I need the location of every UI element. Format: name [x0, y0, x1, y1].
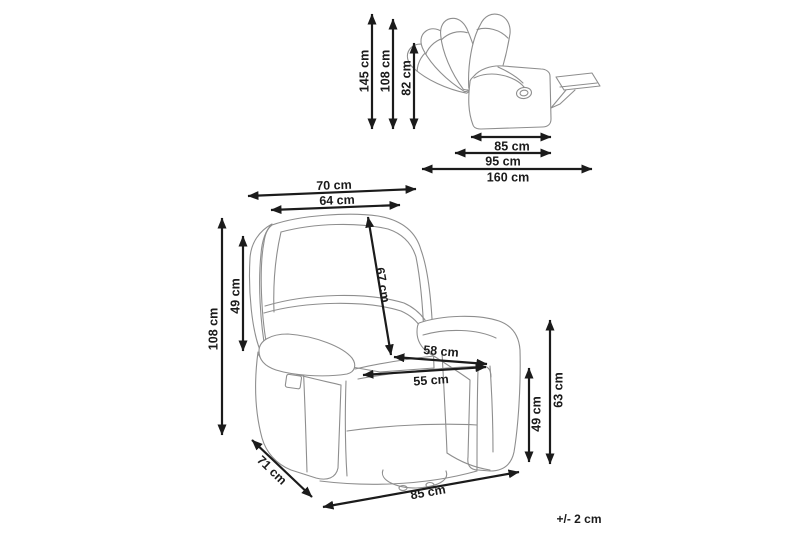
dim-label-left-arm-height: 49 cm: [228, 278, 242, 313]
dim-arrow-overall-width: [247, 184, 417, 201]
dim-arrow-backrest-width: [270, 200, 401, 215]
headrest-bottom-seam: [264, 294, 426, 321]
armrest-side-seam: [497, 66, 524, 84]
recline-handle: [515, 86, 533, 100]
backrest-side-seam-left: [273, 231, 282, 313]
power-control-panel: [284, 373, 303, 390]
footrest-linkage: [550, 89, 576, 109]
dim-arrow-seat-width-front: [362, 363, 487, 379]
headrest-seam: [476, 27, 509, 39]
tolerance-note: +/- 2 cm: [556, 512, 601, 526]
dim-label-overall-height: 108 cm: [206, 308, 220, 350]
dim-label-backrest-length: 67 cm: [373, 266, 393, 303]
recline-handle-inner: [519, 89, 529, 97]
dim-label-base-width: 85 cm: [409, 482, 446, 502]
dim-label-side-back-height: 108 cm: [378, 50, 392, 92]
front-panel-right-edge: [476, 369, 479, 471]
footrest-plate: [555, 72, 601, 91]
recliner-front-view: [248, 213, 521, 492]
recliner-side-view: [406, 13, 601, 130]
dim-arrow-depth: [251, 439, 313, 498]
dim-label-overall-width: 70 cm: [316, 178, 352, 193]
side-view-dimensions: 145 cm 108 cm 82 cm 85 cm 95 cm 160 cm: [357, 13, 593, 184]
dim-arrow-base-width: [322, 469, 520, 510]
dim-label-seat-height: 49 cm: [529, 396, 543, 431]
side-body: [468, 65, 552, 130]
base-bottom-edge: [319, 470, 478, 485]
base-foot-left: [398, 484, 408, 492]
dim-label-side-overall-depth: 95 cm: [485, 154, 520, 168]
dim-label-seat-width-front: 55 cm: [413, 372, 449, 388]
backrest-cushion-seam: [440, 31, 468, 41]
front-view-dimensions: 70 cm 64 cm 108 cm 49 cm 67 cm 58 cm 55 …: [206, 178, 565, 510]
dim-label-side-total-height: 145 cm: [357, 50, 371, 92]
dim-label-backrest-width: 64 cm: [319, 193, 355, 208]
dim-label-seat-width-back: 58 cm: [423, 343, 460, 360]
armrest-right-pad-seam: [422, 329, 497, 339]
dim-arrow-seat-width-back: [393, 353, 488, 368]
armrest-right-bottom-edge: [446, 452, 491, 471]
seat-right-edge: [441, 351, 448, 454]
dim-label-side-seatback-height: 82 cm: [399, 60, 413, 95]
dim-label-right-arm-height: 63 cm: [551, 372, 565, 407]
armrest-left-pad: [258, 333, 356, 377]
dim-arrow-backrest-length: [365, 216, 394, 356]
front-panel-seam: [346, 423, 478, 432]
seat-top-seam: [473, 73, 525, 88]
front-panel-left-edge: [344, 380, 348, 477]
dim-label-side-reclined-length: 160 cm: [487, 170, 529, 184]
dim-label-side-base-depth: 85 cm: [494, 139, 529, 153]
armrest-right: [416, 315, 521, 472]
footrest-plate-edge: [559, 82, 598, 88]
